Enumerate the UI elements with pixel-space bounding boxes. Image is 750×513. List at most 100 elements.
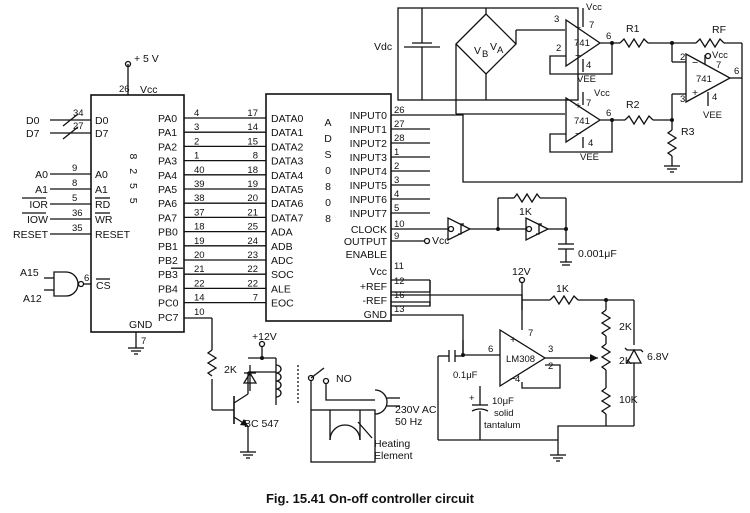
adc-right-pin-number: 3 [394,175,399,186]
adc-left-pin-label: ADA [271,227,293,239]
ppi-8255: + 5 V 26 Vcc GND 7 8 2 5 5 D034D0D727D7 … [13,53,205,355]
ppi-port-pin-number: 4 [194,108,199,119]
ppi-control-pin-number: 8 [72,178,77,189]
adc-left-pin-label: ADC [271,255,294,267]
opamp1-pin-out: 6 [606,31,611,42]
adc-name-char: 0 [325,165,331,177]
ppi-port-label: PB3 [158,269,178,281]
adc-right-pin-label: ENABLE [346,249,387,261]
ppi-port-label: PA3 [158,156,177,168]
adc-left-pins: DATA017DATA114DATA215DATA38DATA418DATA51… [247,108,303,310]
opamp1-pin4: 4 [586,60,591,71]
ppi-port-pin-number: 10 [194,307,205,318]
reference-r-top: 1K [556,283,569,295]
adc-left-pin-number: 8 [253,151,258,162]
svg-text:−: − [692,57,698,69]
ppi-port-pin-number: 3 [194,122,199,133]
ppi-data-pin-label: D0 [95,115,109,127]
adc-left-pin-label: ADB [271,241,293,253]
adc-left-pin-label: EOC [271,298,294,310]
ppi-port-pin-number: 14 [194,293,205,304]
adc-right-pin-label: OUTPUT [344,236,388,248]
ppi-port-label: PB0 [158,227,178,239]
reference-pin3: 3 [548,344,553,355]
ppi-port-pin-number: 2 [194,136,199,147]
clock-resistor: 1K [519,206,532,218]
adc-left-pin-label: DATA1 [271,127,303,139]
adc-right-pin-number: 1 [394,147,399,158]
adc-name-char: 8 [325,181,331,193]
opamp2-vee: VEE [580,152,599,163]
opamp-1: + − 741 Vcc 7 4 VEE 3 2 6 [549,2,620,85]
adc-right-pin-number: 5 [394,203,399,214]
reference-ic: LM308 [506,354,535,365]
opamp3-pin7: 7 [716,60,721,71]
adc-left-pin-number: 19 [247,179,258,190]
adc-right-pin-number: 2 [394,161,399,172]
adc-right-pin-label: INPUT2 [350,138,388,150]
adc-output-enable-vcc: Vcc [432,235,450,247]
adc-right-pin-label: INPUT5 [350,180,388,192]
svg-text:+: + [575,22,581,34]
figure-caption: Fig. 15.41 On-off controller circuit [266,491,475,506]
opamp1-vee: VEE [577,74,596,85]
ppi-port-text-char: 8 2 5 5 [127,153,139,206]
ppi-port-label: PC7 [158,312,179,324]
ppi-port-label: PA6 [158,198,177,210]
reference-pot1: 2K [619,321,632,333]
ppi-port-label: PA0 [158,113,177,125]
adc-left-pin-number: 22 [247,278,258,289]
decoder-input-a12: A12 [23,293,42,305]
ppi-port-pin-number: 38 [194,193,205,204]
ppi-port-pin-number: 40 [194,165,205,176]
ppi-port-pin-number: 39 [194,179,205,190]
relay-mains-frequency: 50 Hz [395,416,422,428]
decoder-input-a15: A15 [20,267,39,279]
adc-left-pin-number: 23 [247,250,258,261]
adc-left-pin-label: DATA2 [271,141,303,153]
adc-left-pin-number: 21 [247,207,258,218]
ppi-vcc-pin: 26 [119,84,130,95]
opamp3-pin-neg: 2 [680,52,685,63]
ppi-data-signal: D0 [26,115,40,127]
ppi-data-pin-number: 34 [73,108,84,119]
adc-right-pin-label: -REF [363,295,388,307]
svg-text:+: + [692,87,698,99]
adc-left-pin-number: 7 [253,293,258,304]
opamp3-vee: VEE [703,110,722,121]
adc-left-pin-number: 15 [247,136,258,147]
adc-left-pin-label: ALE [271,283,291,295]
diff-amp-r1: R1 [626,23,640,35]
decoder-output-pin: 6 [84,273,89,284]
opamp2-pin4: 4 [588,138,593,149]
sensor-bridge: Vdc V B V A [374,7,579,115]
adc-left-pin-number: 22 [247,264,258,275]
adc-right-pin-label: Vcc [369,266,387,278]
heating-element-label-1: Heating [374,438,410,450]
relay-driver: 2K BC 547 +12V NO [184,317,437,463]
adc-left-pin-number: 17 [247,108,258,119]
adc-left-pin-number: 18 [247,165,258,176]
bridge-va-sub: A [497,45,504,56]
svg-text:+: + [575,100,581,112]
adc-right-pin-label: INPUT0 [350,110,388,122]
ppi-adc-bus [184,117,266,304]
adc-name-char: 8 [325,213,331,225]
opamp1-pin-pos: 3 [554,14,559,25]
opamp3-pin-out: 6 [734,66,739,77]
relay-transistor: BC 547 [244,418,279,430]
adc-name-char: D [324,133,332,145]
reference-r-bottom: 10K [619,394,638,406]
relay-supply: +12V [252,331,277,343]
adc-name-char: 0 [325,197,331,209]
ppi-control-signal: A1 [35,184,48,196]
adc-right-pin-number: 27 [394,119,405,130]
relay-mains-voltage: 230V AC [395,404,437,416]
ppi-control-pin-number: 35 [72,223,83,234]
ppi-data-pin-label: D7 [95,128,109,140]
adc-right-pin-label: INPUT7 [350,208,388,220]
adc-right-pin-number: 28 [394,133,405,144]
reference-pin7: 7 [528,328,533,339]
opamp3-pin4: 4 [712,92,717,103]
opamp1-name: 741 [574,38,590,49]
